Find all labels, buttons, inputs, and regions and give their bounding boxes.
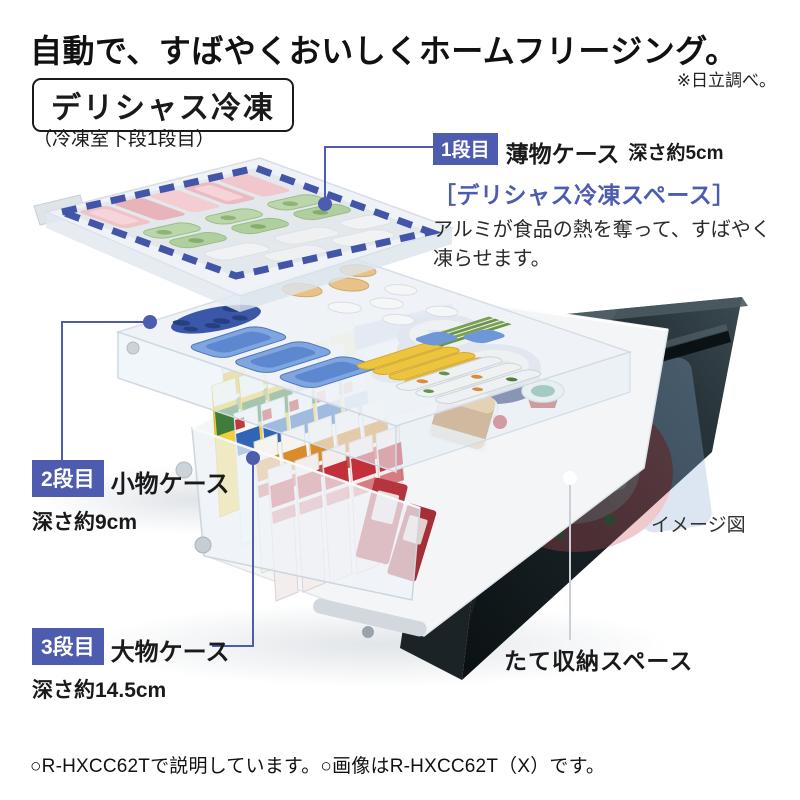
tier2-callout: 2段目小物ケース 深さ約9cm [32, 460, 262, 536]
chopped-veggie-bags [392, 355, 545, 405]
tier2-front-wall [117, 330, 397, 474]
side-knob [175, 461, 193, 479]
tier3-case-name: 大物ケース [110, 639, 230, 667]
tier1-callout: 1段目薄物ケース深さ約5cm ［デリシャス冷凍スペース］ アルミが食品の熱を奪っ… [433, 133, 778, 274]
tier2-case-name: 小物ケース [110, 471, 230, 499]
small-blue-boxes [415, 329, 505, 346]
delicious-freeze-dashed-highlight [49, 164, 443, 280]
vertical-storage-label: たて収納スペース [504, 648, 694, 674]
tier1-callout-line [324, 146, 433, 200]
drawer-wheel [194, 536, 212, 554]
page-title: 自動で、すばやくおいしくホームフリージング。 [30, 33, 738, 69]
frozen-vegetable-bags [138, 193, 356, 249]
tier3-callout-line [212, 462, 254, 647]
tier2-callout-dot [143, 315, 157, 329]
feature-name-box: デリシャス冷凍 [32, 78, 294, 132]
blue-containers [185, 325, 380, 390]
vertical-storage-callout-dot [563, 471, 577, 485]
model-footnote: ○R-HXCC62Tで説明しています。○画像はR-HXCC62T（X）です。 [30, 756, 606, 777]
tier2-depth: 深さ約9cm [32, 511, 138, 535]
tier1-aluminum-tray [34, 158, 452, 312]
feature-name: デリシャス冷凍 [51, 92, 275, 125]
feature-location-note: （冷凍室下段1段目） [33, 129, 215, 150]
tier3-depth: 深さ約14.5cm [32, 679, 167, 703]
tier3-callout-dot [246, 451, 260, 465]
hitachi-research-note: ※日立調べ。 [676, 71, 776, 90]
tier1-depth: 深さ約5cm [628, 143, 724, 165]
tier3-callout: 3段目大物ケース 深さ約14.5cm [32, 628, 262, 704]
tier2-right-wall [395, 351, 631, 471]
tier1-callout-dot [318, 197, 332, 211]
tier1-badge: 1段目 [433, 133, 498, 165]
drawer-wheel [362, 626, 374, 638]
drawer-rail [313, 598, 427, 637]
side-knob [126, 341, 140, 355]
white-cups [321, 282, 476, 333]
tier3-badge: 3段目 [32, 628, 104, 665]
callout-lines [61, 146, 577, 647]
ground-shadow [90, 603, 670, 687]
frozen-meat-slices [80, 174, 290, 229]
tier1-description-line1: アルミが食品の熱を奪って、すばやく [433, 218, 771, 241]
tier2-callout-line [61, 321, 148, 460]
tier1-description-line2: 凍らせます。 [433, 247, 551, 270]
tier2-badge: 2段目 [32, 460, 104, 497]
image-note: イメージ図 [651, 515, 746, 536]
tier1-subtitle: ［デリシャス冷凍スペース］ [433, 181, 736, 208]
tier1-case-name: 薄物ケース [505, 140, 620, 167]
